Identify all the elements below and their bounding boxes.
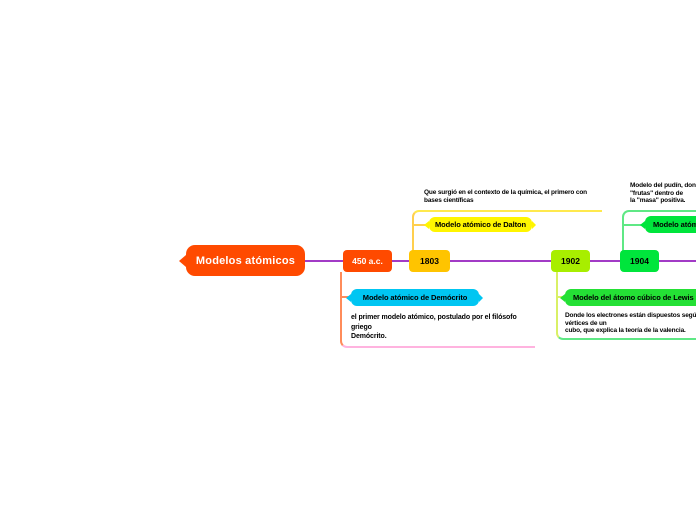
dalton-model-label: Modelo atómico de Dalton bbox=[435, 220, 526, 229]
year-label-1904: 1904 bbox=[630, 256, 649, 266]
root-topic-label: Modelos atómicos bbox=[195, 254, 296, 267]
year-label-450ac: 450 a.c. bbox=[352, 256, 383, 266]
lewis-note[interactable]: Donde los electrones están dispuestos se… bbox=[565, 312, 696, 335]
democrito-note-line-3: Demócrito. bbox=[351, 333, 387, 340]
thomson-branch-line bbox=[622, 210, 696, 253]
lewis-note-line-1: Donde los electrones están dispuestos se… bbox=[565, 312, 696, 319]
democrito-branch-line bbox=[340, 272, 535, 348]
thomson-note-line-2: "frutas" dentro de bbox=[630, 189, 683, 197]
thomson-branch-stub bbox=[623, 224, 642, 226]
dalton-note[interactable]: Que surgió en el contexto de la química,… bbox=[424, 189, 587, 204]
year-node-1803[interactable]: 1803 bbox=[409, 250, 450, 272]
thomson-note-line-1: Modelo del pudín, donde los electrones s… bbox=[630, 182, 696, 189]
dalton-model-node[interactable]: Modelo atómico de Dalton bbox=[429, 217, 532, 232]
democrito-note[interactable]: el primer modelo atómico, postulado por … bbox=[351, 313, 517, 342]
thomson-model-node[interactable]: Modelo atómico de Thomson bbox=[645, 216, 696, 233]
dalton-note-line-2: bases científicas bbox=[424, 196, 474, 204]
lewis-note-line-3: cubo, que explica la teoría de la valenc… bbox=[565, 327, 686, 334]
dalton-note-line-1: Que surgió en el contexto de la química,… bbox=[424, 189, 587, 196]
year-label-1803: 1803 bbox=[420, 256, 439, 266]
year-node-450ac[interactable]: 450 a.c. bbox=[343, 250, 392, 272]
democrito-note-line-1: el primer modelo atómico, postulado por … bbox=[351, 314, 517, 321]
thomson-note[interactable]: Modelo del pudín, donde los electrones s… bbox=[630, 182, 696, 205]
lewis-note-line-2: vértices de un bbox=[565, 319, 607, 327]
democrito-model-node[interactable]: Modelo atómico de Demócrito bbox=[351, 289, 479, 306]
year-node-1902[interactable]: 1902 bbox=[551, 250, 590, 272]
lewis-model-label: Modelo del átomo cúbico de Lewis bbox=[573, 293, 694, 302]
democrito-model-label: Modelo atómico de Demócrito bbox=[362, 293, 468, 302]
thomson-model-label: Modelo atómico de Thomson bbox=[653, 220, 696, 229]
root-topic-node[interactable]: Modelos atómicos bbox=[186, 245, 305, 276]
democrito-note-line-2: griego bbox=[351, 323, 372, 331]
lewis-model-node[interactable]: Modelo del átomo cúbico de Lewis bbox=[565, 289, 696, 306]
year-node-1904[interactable]: 1904 bbox=[620, 250, 659, 272]
thomson-note-line-3: la "masa" positiva. bbox=[630, 197, 686, 204]
lewis-branch-line bbox=[556, 272, 696, 340]
year-label-1902: 1902 bbox=[561, 256, 580, 266]
trunk-line bbox=[300, 260, 696, 262]
dalton-branch-line bbox=[412, 210, 602, 253]
dalton-branch-stub bbox=[413, 224, 427, 226]
